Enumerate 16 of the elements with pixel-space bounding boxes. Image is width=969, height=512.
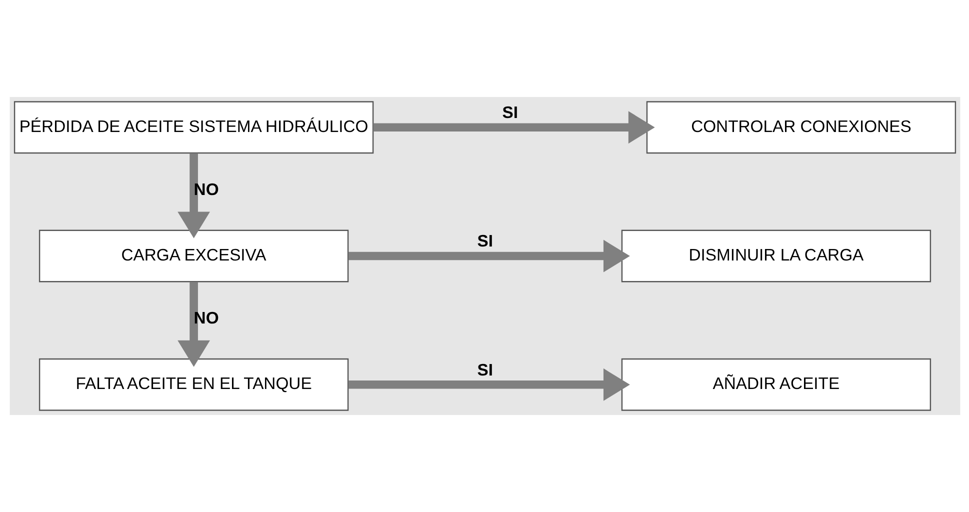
node-box: AÑADIR ACEITE (620, 358, 931, 411)
edge-label: SI (476, 232, 493, 251)
arrow (348, 368, 630, 401)
node-box: CARGA EXCESIVA (38, 230, 348, 282)
node-box: DISMINUIR LA CARGA (620, 230, 931, 282)
edge-label: SI (502, 103, 518, 122)
node-box: FALTA ACEITE EN EL TANQUE (38, 358, 348, 411)
edge-label: NO (193, 308, 218, 328)
edge-label: SI (476, 360, 493, 380)
arrow (348, 240, 630, 272)
edge-label: NO (193, 180, 218, 199)
arrow (177, 282, 210, 367)
arrow (177, 153, 210, 238)
node-box: PÉRDIDA DE ACEITE SISTEMA HIDRÁULICO (13, 101, 374, 154)
node-box: CONTROLAR CONEXIONES (646, 101, 956, 154)
arrow (372, 111, 654, 144)
